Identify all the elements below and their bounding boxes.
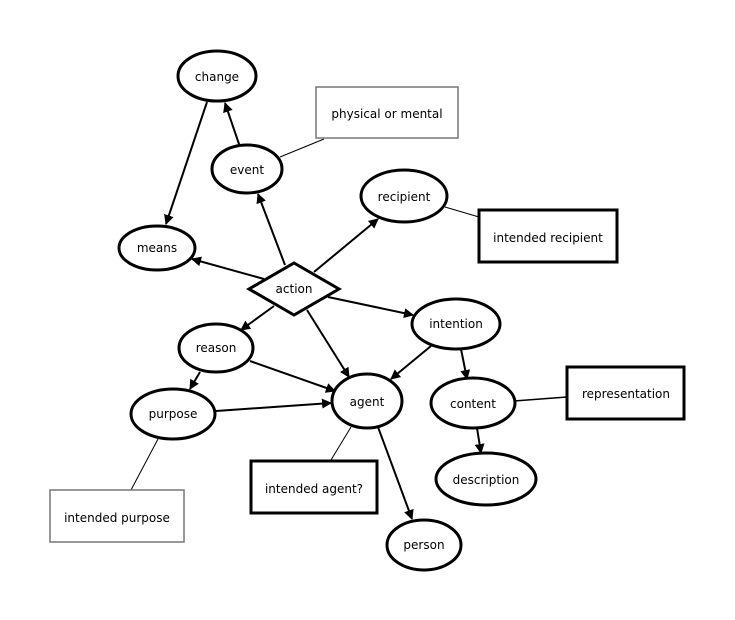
node-content: content xyxy=(429,376,517,430)
note-representation: representation xyxy=(565,365,686,421)
node-event: event xyxy=(210,143,284,195)
node-intention: intention xyxy=(410,297,502,351)
note-physical-or-mental: physical or mental xyxy=(315,86,459,139)
link-recipient-intended-recipient xyxy=(444,206,480,218)
edge-event-change xyxy=(223,102,241,148)
node-purpose: purpose xyxy=(129,387,217,441)
note-intended-recipient: intended recipient xyxy=(477,208,619,264)
edge-action-intention xyxy=(327,296,414,319)
note-label: representation xyxy=(582,387,670,401)
node-agent: agent xyxy=(330,372,404,430)
note-label: physical or mental xyxy=(331,107,442,121)
edge-purpose-agent xyxy=(215,398,332,412)
node-label: content xyxy=(450,397,496,411)
node-label: intention xyxy=(429,317,483,331)
edge-action-means xyxy=(191,256,265,280)
node-label: agent xyxy=(350,395,385,409)
node-label: change xyxy=(195,70,239,84)
link-content-representation xyxy=(513,396,568,402)
node-reason: reason xyxy=(177,322,255,374)
edge-action-event xyxy=(256,193,286,266)
note-label: intended recipient xyxy=(493,231,603,245)
edge-reason-purpose xyxy=(189,371,201,390)
node-action: action xyxy=(246,261,342,317)
note-label: intended purpose xyxy=(64,511,170,525)
node-person: person xyxy=(385,518,463,572)
edge-agent-person xyxy=(377,426,414,520)
edge-intention-agent xyxy=(390,345,432,380)
node-label: person xyxy=(403,538,444,552)
edge-intention-content xyxy=(460,348,471,380)
node-label: description xyxy=(453,473,520,487)
node-label: recipient xyxy=(378,190,431,204)
node-label: action xyxy=(276,282,313,296)
edge-action-agent xyxy=(306,309,350,378)
node-label: reason xyxy=(196,341,237,355)
node-change: change xyxy=(176,49,258,103)
note-intended-purpose: intended purpose xyxy=(49,489,185,543)
edge-reason-agent xyxy=(249,360,336,393)
edge-action-recipient xyxy=(313,218,379,273)
node-means: means xyxy=(117,224,197,272)
link-agent-intended-agent xyxy=(330,426,352,461)
node-description: description xyxy=(434,451,538,507)
note-label: intended agent? xyxy=(265,482,363,496)
link-purpose-intended-purpose xyxy=(130,438,159,491)
node-label: event xyxy=(230,163,264,177)
node-label: means xyxy=(137,241,177,255)
note-intended-agent: intended agent? xyxy=(249,459,379,515)
link-event-physical-or-mental xyxy=(279,138,325,158)
edge-change-means xyxy=(164,101,208,225)
node-label: purpose xyxy=(149,407,198,421)
edge-action-reason xyxy=(240,305,275,331)
edge-content-description xyxy=(474,427,485,454)
node-recipient: recipient xyxy=(359,168,449,224)
edges xyxy=(130,101,568,520)
